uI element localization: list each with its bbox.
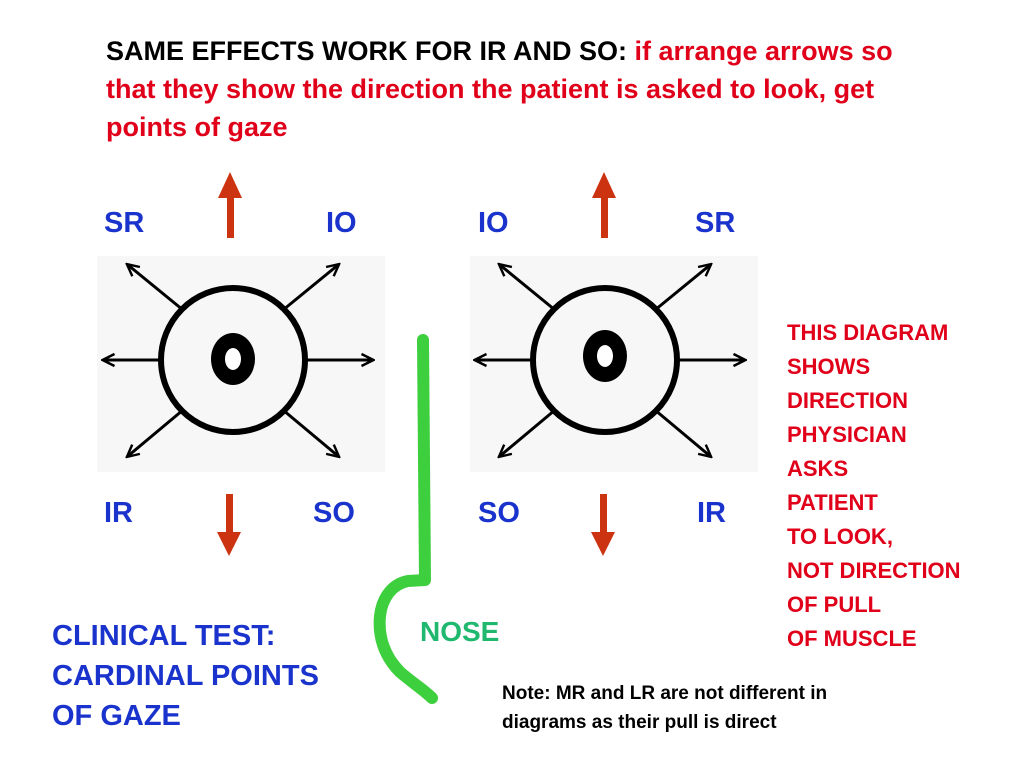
right-top-left-label: IO	[478, 207, 509, 239]
left-up-arrow-icon	[218, 172, 242, 238]
right-bottom-left-label: SO	[478, 497, 520, 529]
left-eye-diagram-icon	[104, 265, 372, 456]
left-bottom-left-label: IR	[104, 497, 133, 529]
side-note-line: THIS DIAGRAM	[787, 320, 949, 345]
slide-title: SAME EFFECTS WORK FOR IR AND SO: if arra…	[106, 32, 906, 146]
left-bottom-right-label: SO	[313, 497, 355, 529]
title-red: if arrange arrows so that they show the …	[106, 36, 893, 142]
right-bottom-right-label: IR	[697, 497, 726, 529]
left-top-left-label: SR	[104, 207, 145, 239]
right-top-right-label: SR	[695, 207, 736, 239]
side-note-line: TO LOOK,	[787, 524, 893, 549]
footnote-line: Note: MR and LR are not different in	[502, 683, 828, 704]
side-note-line: OF PULL	[787, 592, 882, 617]
side-note-line: DIRECTION	[787, 388, 908, 413]
side-note-line: SHOWS	[787, 354, 871, 379]
side-note-line: PATIENT	[787, 490, 878, 515]
left-top-right-label: IO	[326, 207, 357, 239]
left-down-arrow-icon	[217, 494, 241, 556]
title-black: SAME EFFECTS WORK FOR IR AND SO:	[106, 36, 635, 66]
side-note-line: OF MUSCLE	[787, 626, 917, 651]
clinical-line: CLINICAL TEST:	[52, 620, 276, 652]
clinical-test-heading: CLINICAL TEST: CARDINAL POINTS OF GAZE	[52, 616, 319, 736]
side-note-line: PHYSICIAN	[787, 422, 907, 447]
clinical-line: OF GAZE	[52, 700, 181, 732]
side-note-line: NOT DIRECTION	[787, 558, 961, 583]
right-down-arrow-icon	[591, 494, 615, 556]
side-note-line: ASKS	[787, 456, 849, 481]
nose-label: NOSE	[420, 616, 500, 647]
side-note: THIS DIAGRAM SHOWS DIRECTION PHYSICIAN A…	[787, 316, 961, 656]
right-up-arrow-icon	[592, 172, 616, 238]
clinical-line: CARDINAL POINTS	[52, 660, 319, 692]
nose-line-icon	[373, 334, 438, 704]
footnote: Note: MR and LR are not different in dia…	[502, 679, 827, 737]
right-eye-diagram-icon	[476, 265, 744, 456]
footnote-line: diagrams as their pull is direct	[502, 712, 777, 733]
